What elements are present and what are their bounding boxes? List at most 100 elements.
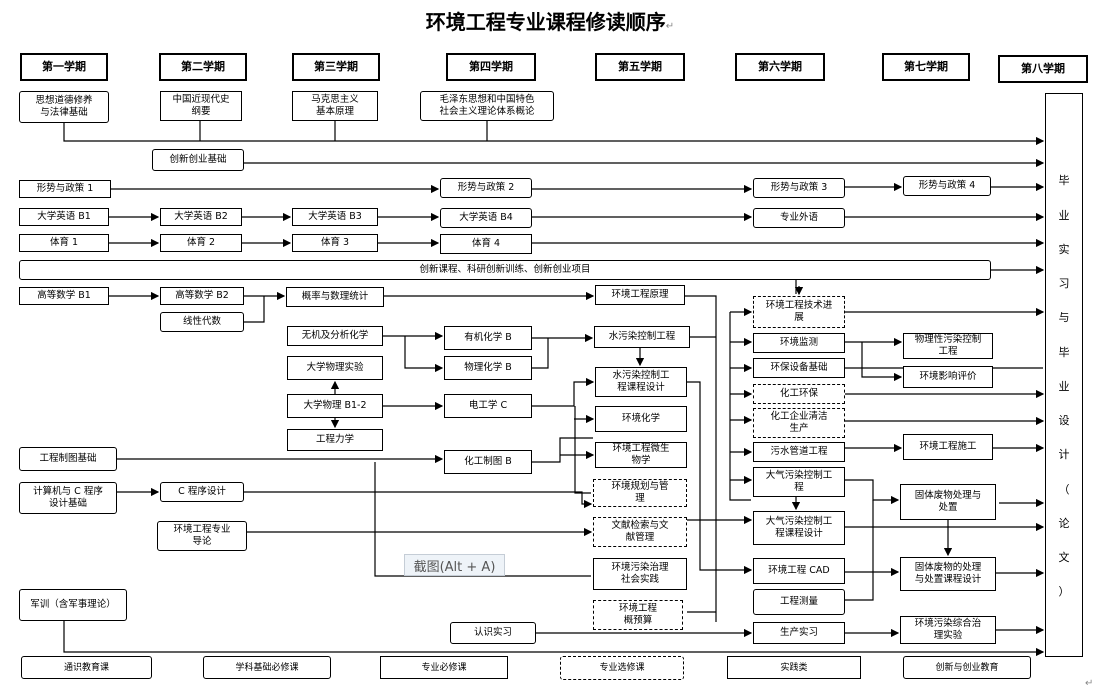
connector-arrow (244, 491, 593, 509)
thesis-box: 毕业实习与毕业设计（论文） (1045, 93, 1083, 657)
connector-arrow (685, 295, 717, 622)
course-env-eng-intro: 环境工程专业 导论 (157, 521, 247, 551)
course-pe-2: 体育 2 (160, 234, 242, 252)
connector-arrow (63, 123, 1045, 146)
connector-arrow (687, 381, 753, 575)
course-modern-history: 中国近现代史 纲要 (160, 91, 242, 121)
course-english-b3: 大学英语 B3 (292, 208, 378, 226)
connector-arrow (63, 621, 1045, 657)
course-sewer-engineering: 污水管道工程 (753, 442, 845, 462)
course-physical-chemistry: 物理化学 B (444, 356, 532, 380)
connector-arrow (244, 296, 265, 323)
thesis-char: 计 (1058, 448, 1070, 462)
thesis-char: （ (1058, 482, 1070, 496)
course-production-internship: 生产实习 (753, 622, 845, 644)
course-water-pollution-design: 水污染控制工 程课程设计 (595, 367, 687, 397)
course-air-pollution-control: 大气污染控制工 程 (753, 467, 845, 497)
course-env-microbiology: 环境工程微生 物学 (595, 442, 687, 468)
course-air-pollution-design: 大气污染控制工 程课程设计 (753, 511, 845, 545)
course-pe-1: 体育 1 (19, 234, 109, 252)
course-english-b1: 大学英语 B1 (19, 208, 109, 226)
course-env-construction: 环境工程施工 (903, 434, 993, 460)
connector-arrow (374, 462, 591, 577)
thesis-char: 论 (1058, 516, 1070, 530)
course-cognition-internship: 认识实习 (450, 622, 536, 644)
course-math-b1: 高等数学 B1 (19, 287, 109, 305)
thesis-char: 文 (1058, 551, 1070, 565)
course-situation-4: 形势与政策 4 (903, 176, 991, 196)
course-water-pollution-control: 水污染控制工程 (594, 326, 690, 348)
course-env-impact-assessment: 环境影响评价 (903, 366, 993, 388)
course-organic-chemistry: 有机化学 B (444, 326, 532, 350)
semester-3-header: 第三学期 (292, 53, 380, 81)
course-solid-waste: 固体废物处理与 处置 (900, 484, 996, 520)
course-situation-3: 形势与政策 3 (753, 178, 845, 198)
course-pe-3: 体育 3 (292, 234, 378, 252)
course-solid-waste-design: 固体废物的处理 与处置课程设计 (900, 557, 996, 591)
course-computer-basics: 计算机与 C 程序 设计基础 (19, 482, 117, 514)
semester-2-header: 第二学期 (159, 53, 247, 81)
thesis-char: 业 (1058, 208, 1070, 222)
course-pollution-practice: 环境污染治理 社会实践 (593, 558, 687, 590)
legend-innovation-education: 创新与创业教育 (903, 656, 1031, 679)
course-env-equipment: 环保设备基础 (753, 358, 845, 378)
semester-4-header: 第四学期 (446, 53, 536, 81)
connector-arrow (532, 338, 549, 369)
screenshot-tooltip: 截图(Alt + A) (404, 554, 505, 576)
course-math-b2: 高等数学 B2 (160, 287, 244, 305)
course-physics-b: 大学物理 B1-2 (287, 394, 383, 418)
course-ideology: 思想道德修养 与法律基础 (19, 91, 109, 123)
course-env-cad: 环境工程 CAD (753, 558, 845, 584)
course-env-chemistry: 环境化学 (595, 406, 687, 432)
course-probability-statistics: 概率与数理统计 (286, 287, 384, 307)
course-english-b4: 大学英语 B4 (440, 208, 532, 228)
course-marxism: 马克思主义 基本原理 (292, 91, 378, 121)
semester-5-header: 第五学期 (595, 53, 685, 81)
course-engineering-mechanics: 工程力学 (287, 429, 383, 451)
course-env-planning: 环境规划与管 理 (593, 479, 687, 507)
paragraph-mark: ↵ (1085, 678, 1094, 689)
thesis-char: 习 (1058, 277, 1070, 291)
semester-1-header: 第一学期 (20, 53, 108, 81)
course-budget: 环境工程 概预算 (593, 600, 683, 630)
legend-major-required: 专业必修课 (380, 656, 508, 679)
course-chemical-drawing: 化工制图 B (444, 450, 532, 474)
connector-arrow (845, 479, 900, 505)
connector-arrow (845, 500, 874, 601)
course-physical-pollution-control: 物理性污染控制 工程 (903, 333, 993, 359)
course-military-training: 军训（含军事理论） (19, 589, 127, 621)
course-electrical-engineering: 电工学 C (444, 394, 532, 418)
thesis-char: ） (1058, 585, 1070, 599)
legend-general-education: 通识教育课 (21, 656, 152, 679)
course-maoism: 毛泽东思想和中国特色 社会主义理论体系概论 (420, 91, 554, 121)
connector-arrow (532, 377, 595, 407)
course-comprehensive-experiment: 环境污染综合治 理实验 (900, 616, 996, 644)
connector-arrow (729, 312, 751, 501)
course-professional-english: 专业外语 (753, 208, 845, 228)
course-situation-1: 形势与政策 1 (19, 180, 111, 198)
course-physics-lab: 大学物理实验 (287, 356, 383, 380)
course-linear-algebra: 线性代数 (160, 312, 244, 332)
connector-arrow (532, 437, 593, 463)
semester-6-header: 第六学期 (735, 53, 825, 81)
connector-arrow (861, 342, 903, 382)
thesis-char: 设 (1058, 414, 1070, 428)
course-c-programming: C 程序设计 (160, 482, 244, 502)
course-innovation-projects: 创新课程、科研创新训练、创新创业项目 (19, 260, 991, 280)
connector-arrow (574, 406, 591, 494)
legend-discipline-required: 学科基础必修课 (203, 656, 331, 679)
course-env-eng-principles: 环境工程原理 (595, 285, 685, 305)
course-inorganic-chemistry: 无机及分析化学 (287, 326, 383, 346)
thesis-char: 业 (1058, 379, 1070, 393)
legend-practice: 实践类 (727, 656, 861, 679)
semester-8-header: 第八学期 (998, 55, 1088, 83)
course-engineering-drawing: 工程制图基础 (19, 447, 117, 471)
connector-arrow (404, 336, 444, 373)
legend-major-elective: 专业选修课 (560, 656, 684, 680)
course-env-monitoring: 环境监测 (753, 333, 845, 353)
course-clean-production: 化工企业清洁 生产 (753, 408, 845, 438)
semester-7-header: 第七学期 (882, 53, 970, 81)
course-chemical-env-protection: 化工环保 (753, 384, 845, 404)
course-literature-retrieval: 文献检索与文 献管理 (593, 517, 687, 547)
course-pe-4: 体育 4 (440, 234, 532, 254)
